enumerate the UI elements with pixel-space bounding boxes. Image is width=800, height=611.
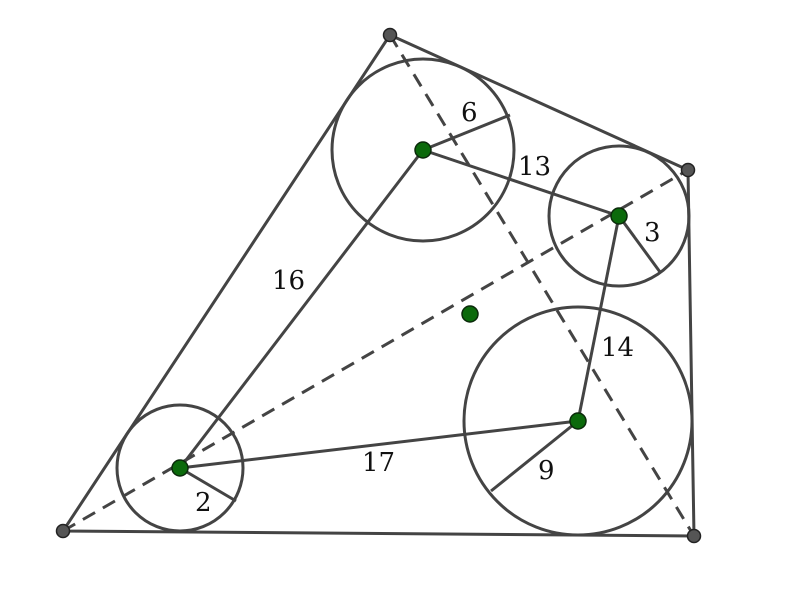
diagonal-intersection-point xyxy=(461,305,479,323)
label-distance-right-bottom: 14 xyxy=(601,333,634,363)
segment-top-right xyxy=(422,148,620,218)
center-top xyxy=(414,141,432,159)
segment-right-bottom xyxy=(576,215,621,422)
radius-top xyxy=(422,113,511,152)
circle-top xyxy=(330,57,516,243)
segment-bottom-left-bottom-right xyxy=(179,419,579,470)
radius-right xyxy=(617,215,662,273)
circle-right xyxy=(547,144,691,288)
vertex-top xyxy=(382,27,398,43)
circle-bottom-right xyxy=(462,305,694,537)
label-distance-left-top: 16 xyxy=(272,266,305,296)
label-distance-left-bottom: 17 xyxy=(362,448,395,478)
center-bottom-right xyxy=(569,412,587,430)
circle-bottom-left xyxy=(115,403,245,533)
radius-bottom-right xyxy=(490,419,579,493)
label-radius-top: 6 xyxy=(461,98,478,128)
label-radius-right: 3 xyxy=(644,218,661,248)
label-distance-top-right: 13 xyxy=(518,152,551,182)
segment-bottom-left-top xyxy=(178,149,425,469)
diagonal-bottom-left-to-right xyxy=(62,168,689,533)
center-right xyxy=(610,207,628,225)
label-radius-bottom-left: 2 xyxy=(195,488,212,518)
diagonal-top-to-bottom-right xyxy=(388,34,696,537)
vertex-bottom-right xyxy=(686,528,702,544)
vertex-right xyxy=(680,162,696,178)
vertex-bottom-left xyxy=(55,523,71,539)
radius-bottom-left xyxy=(179,466,237,503)
label-radius-bottom-right: 9 xyxy=(538,456,555,486)
center-bottom-left xyxy=(171,459,189,477)
